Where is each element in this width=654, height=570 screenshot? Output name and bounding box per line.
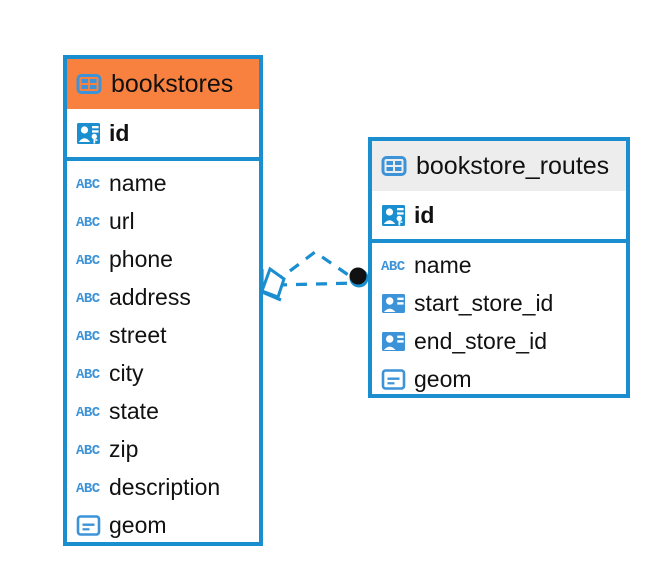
foreign-key-icon [381,329,406,354]
field-row-url[interactable]: ABC url [67,202,259,240]
field-row-geom[interactable]: geom [67,506,259,544]
field-label: name [109,169,167,196]
field-row-id[interactable]: id [67,109,259,157]
field-row-city[interactable]: ABC city [67,354,259,392]
entity-title: bookstore_routes [416,151,610,180]
field-label: description [109,473,221,500]
geometry-icon [381,368,406,391]
foreign-key-icon [381,291,406,316]
svg-text:ABC: ABC [76,405,101,420]
field-label: id [414,201,435,228]
relationship-line-middle [275,281,358,287]
primary-key-section-bookstore-routes: id [372,191,626,243]
text-abc-icon: ABC [76,212,101,231]
field-row-street[interactable]: ABC street [67,316,259,354]
field-label: phone [109,245,173,272]
geometry-icon [76,514,101,537]
svg-text:ABC: ABC [381,259,406,274]
field-row-start-store-id[interactable]: start_store_id [372,284,626,322]
relationship-line-upper [273,250,358,285]
svg-text:ABC: ABC [76,481,101,496]
field-label: url [109,207,135,234]
field-label: address [109,283,191,310]
text-abc-icon: ABC [76,364,101,383]
fields-section-bookstores: ABC name ABC url ABC pho [67,161,259,548]
field-label: street [109,321,167,348]
field-label: zip [109,435,139,462]
field-label: geom [109,511,167,538]
svg-text:ABC: ABC [76,215,101,230]
primary-key-icon [381,203,406,228]
field-row-name[interactable]: ABC name [372,246,626,284]
entity-header-bookstore-routes[interactable]: bookstore_routes [372,141,626,191]
field-row-phone[interactable]: ABC phone [67,240,259,278]
field-label: id [109,119,130,146]
field-row-id[interactable]: id [372,191,626,239]
table-icon [76,71,102,97]
table-icon [381,153,407,179]
source-cardinality-marker [260,266,286,302]
entity-bookstore-routes[interactable]: bookstore_routes id [368,137,630,398]
svg-text:ABC: ABC [76,329,101,344]
field-label: state [109,397,159,424]
svg-text:ABC: ABC [76,367,101,382]
field-row-name[interactable]: ABC name [67,164,259,202]
text-abc-icon: ABC [76,250,101,269]
field-row-zip[interactable]: ABC zip [67,430,259,468]
entity-title: bookstores [111,69,234,98]
field-label: city [109,359,144,386]
fields-section-bookstore-routes: ABC name start_store_id [372,243,626,402]
field-row-address[interactable]: ABC address [67,278,259,316]
field-row-end-store-id[interactable]: end_store_id [372,322,626,360]
field-label: start_store_id [414,289,554,316]
svg-text:ABC: ABC [76,253,101,268]
text-abc-icon: ABC [76,326,101,345]
svg-text:ABC: ABC [76,291,101,306]
field-row-geom[interactable]: geom [372,360,626,398]
field-label: name [414,251,472,278]
text-abc-icon: ABC [76,440,101,459]
field-label: end_store_id [414,327,547,354]
entity-header-bookstores[interactable]: bookstores [67,59,259,109]
text-abc-icon: ABC [76,174,101,193]
entity-bookstores[interactable]: bookstores id [63,55,263,546]
text-abc-icon: ABC [76,402,101,421]
primary-key-section-bookstores: id [67,109,259,161]
target-cardinality-marker [349,267,369,288]
field-row-description[interactable]: ABC description [67,468,259,506]
svg-text:ABC: ABC [76,177,101,192]
text-abc-icon: ABC [76,478,101,497]
field-label: geom [414,365,472,392]
text-abc-icon: ABC [381,256,406,275]
primary-key-icon [76,121,101,146]
svg-text:ABC: ABC [76,443,101,458]
field-row-state[interactable]: ABC state [67,392,259,430]
text-abc-icon: ABC [76,288,101,307]
